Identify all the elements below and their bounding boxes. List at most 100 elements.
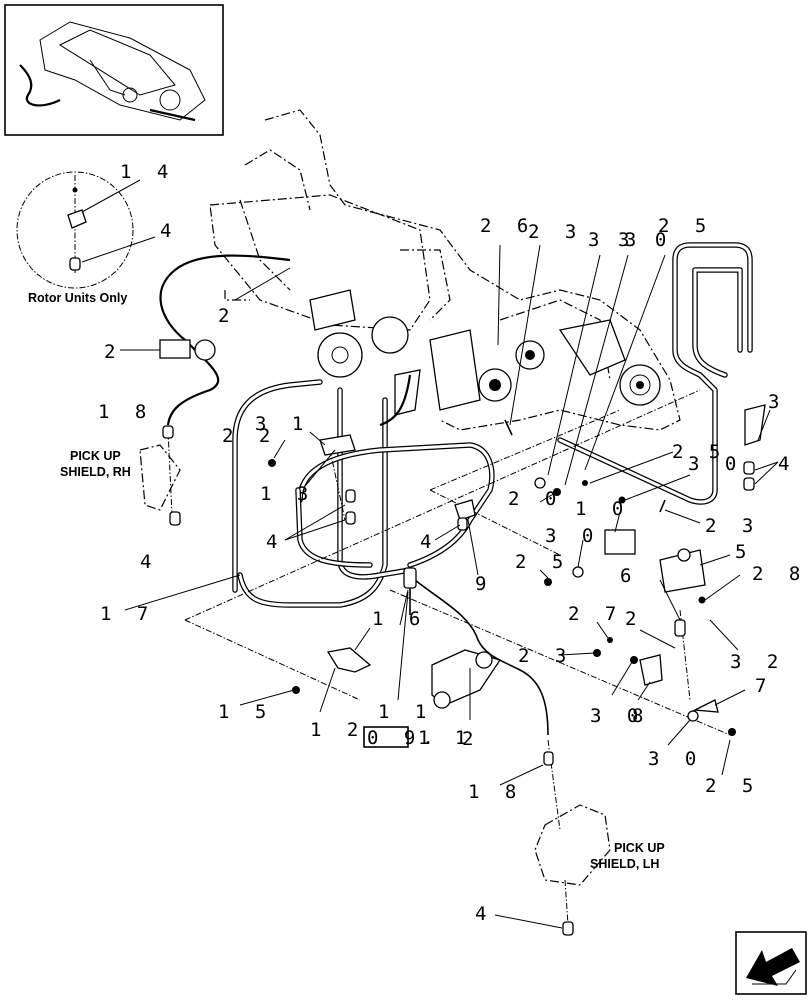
callout-numbers: 1 4 4 2 6 2 3 3 3 3 0 2 5 2 2 3 1 8 2 2 … (98, 161, 800, 925)
leader-4d (434, 524, 461, 541)
nut-15 (292, 686, 300, 694)
centre-line-i (329, 449, 346, 521)
note-pickup-rh-line2: SHIELD, RH (60, 465, 131, 479)
reservoir-5-cap (677, 548, 691, 562)
frame-side-dash (239, 199, 291, 291)
callout-9: 9 (475, 573, 493, 595)
cap-4-rh (169, 511, 181, 526)
leader-5 (699, 554, 731, 566)
leader-25a (584, 254, 666, 471)
centre-line-h (564, 879, 569, 926)
frame-gearbox-dash (400, 249, 451, 321)
leader-30d (611, 661, 633, 696)
leader-18b (499, 764, 544, 786)
callout-8: 8 (632, 705, 650, 727)
arrow-frame (735, 931, 807, 995)
thumbnail-gear (122, 87, 138, 103)
leader-4a (81, 236, 156, 263)
callout-20: 2 0 (508, 488, 563, 510)
gear-left (317, 332, 363, 378)
nut-25-d (728, 728, 736, 736)
callout-17: 1 7 (100, 603, 155, 625)
frame-main-dash (209, 194, 431, 331)
callout-30: 3 0 (545, 525, 600, 547)
centre-line-e (429, 489, 561, 556)
leader-25b (589, 451, 674, 484)
overview-thumbnail (4, 4, 224, 136)
washer-30-e (687, 710, 699, 722)
nut-27 (607, 637, 613, 643)
callout-2: 2 (218, 305, 236, 327)
nut-25-b (582, 480, 588, 486)
leader-30b (624, 474, 691, 501)
frame-upper-dash (264, 109, 681, 431)
drive-components (309, 289, 661, 416)
leader-27 (596, 621, 609, 639)
leader-12 (319, 667, 336, 713)
centre-line-a (184, 389, 701, 621)
washer-30-c (572, 566, 584, 578)
handle-12 (326, 647, 372, 673)
thumbnail-frame-body (58, 29, 176, 96)
washer-30-a (534, 477, 546, 489)
pickup-shield-lh (534, 804, 611, 886)
leader-20 (539, 489, 561, 503)
leader-33 (547, 254, 601, 476)
bolt-23-c (593, 649, 601, 657)
arrow-shape (746, 948, 800, 986)
detail-circle (16, 171, 134, 289)
leader-2a (234, 267, 291, 301)
cap-4-b (345, 511, 356, 525)
leader-9 (467, 519, 479, 576)
callout-6: 6 (620, 565, 638, 587)
pin-7 (692, 699, 719, 713)
leader-11 (397, 591, 409, 701)
fitting-18-lh (543, 751, 554, 766)
callout-30: 3 0 (688, 453, 743, 475)
bracket-13 (319, 434, 356, 456)
cap-4-c (457, 517, 468, 531)
callout-15: 1 5 (218, 701, 273, 723)
callout-10: 1 0 (575, 498, 630, 520)
plate-2-eye (433, 691, 451, 709)
note-pickup-lh-line2: SHIELD, LH (590, 857, 659, 871)
pulley-c-hub (636, 381, 644, 389)
callout-4: 4 (475, 903, 493, 925)
frame-arch-dash (244, 149, 311, 211)
thumbnail-frame (4, 4, 224, 136)
bolt-23-b (659, 499, 666, 513)
bracket-9 (454, 499, 476, 521)
callout-25: 2 5 (672, 441, 727, 463)
callout-16: 1 6 (372, 608, 427, 630)
fitting-18-rh (162, 425, 174, 439)
leader-16b (354, 627, 371, 651)
previous-page-arrow-icon[interactable] (735, 931, 807, 995)
callout-33: 3 3 (588, 229, 643, 251)
leader-26 (497, 244, 501, 346)
callout-23: 2 3 (528, 221, 583, 243)
leader-lines (81, 179, 779, 929)
detail-cap (69, 257, 81, 271)
tube-9-inner (338, 388, 412, 579)
leader-15 (239, 689, 295, 706)
centre-line-c (429, 409, 621, 491)
tube-25b-inner (693, 268, 742, 377)
valve-16 (403, 567, 417, 589)
callout-30: 3 0 (648, 748, 703, 770)
leader-16a (399, 589, 409, 626)
tube-17-inner (233, 380, 322, 592)
clamp-2-ring (194, 339, 216, 361)
centre-line-f (167, 429, 173, 516)
hose-upper (379, 374, 412, 427)
thumbnail-link (89, 59, 126, 96)
callout-25: 2 5 (515, 551, 570, 573)
callout-18: 1 8 (468, 781, 523, 803)
reference-box-right: 1 1 (418, 727, 473, 749)
callout-23: 2 3 (705, 515, 760, 537)
callout-25: 2 5 (705, 775, 760, 797)
callout-4: 4 (420, 531, 438, 553)
centre-line-d (389, 589, 731, 736)
leader-4e-b (754, 461, 779, 485)
callout-18: 1 8 (98, 401, 153, 423)
